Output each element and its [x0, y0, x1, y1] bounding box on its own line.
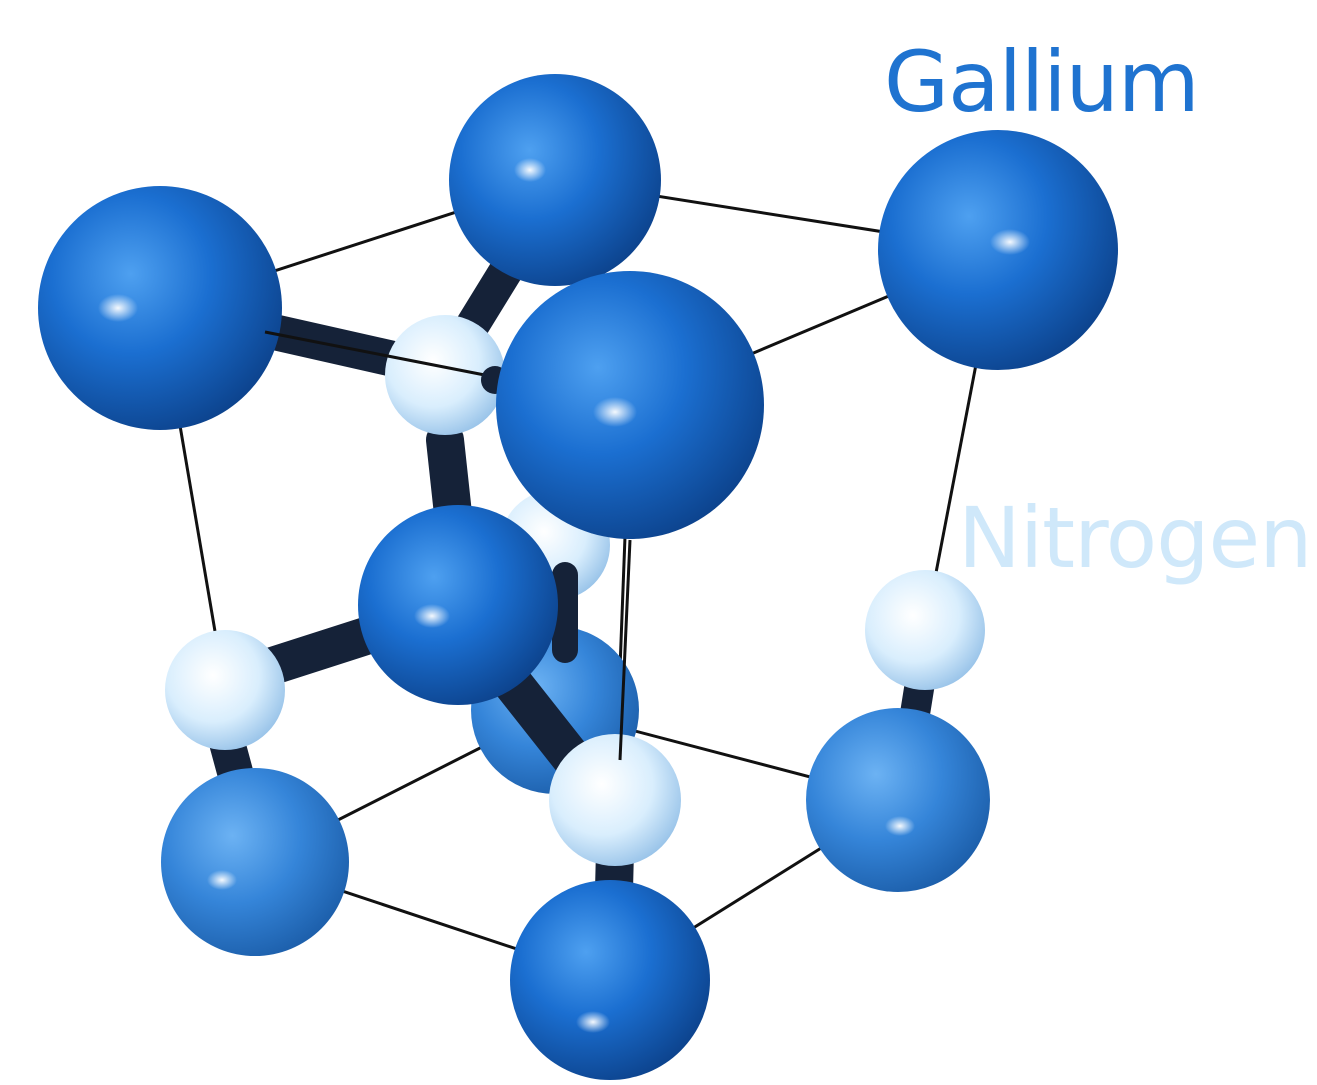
gallium-atom [358, 505, 558, 705]
highlight [593, 397, 637, 427]
cell-edge [264, 330, 501, 380]
gallium-atom [806, 708, 990, 892]
nitrogen-atom [549, 734, 681, 866]
highlight [990, 229, 1030, 255]
highlight [98, 294, 138, 322]
nitrogen-label: Nitrogen [958, 489, 1312, 587]
highlight [885, 816, 915, 836]
gallium-label: Gallium [884, 33, 1200, 131]
cell-edge [618, 539, 632, 761]
nitrogen-atom [865, 570, 985, 690]
highlight [576, 1011, 610, 1033]
gallium-atom [38, 186, 282, 430]
nitrogen-atom [385, 315, 505, 435]
gallium-atom [449, 74, 661, 286]
nitrogen-atom [165, 630, 285, 750]
gallium-atom [510, 880, 710, 1080]
gallium-atom [161, 768, 349, 956]
highlight [414, 604, 450, 628]
highlight [207, 870, 237, 890]
highlight [514, 158, 546, 182]
